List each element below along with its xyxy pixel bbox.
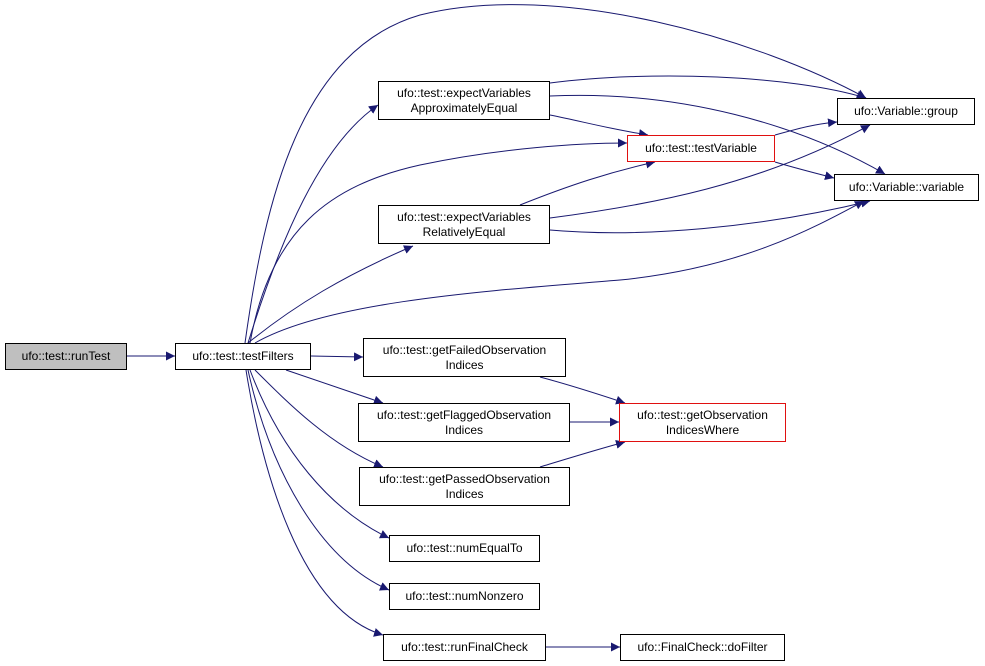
edge-testVariable-to-group: [774, 118, 838, 136]
node-label-line: ufo::test::getFlaggedObservation: [376, 407, 552, 422]
edge-testFilters-to-runFinalCheck: [245, 369, 384, 637]
node-label-line: ufo::test::runFinalCheck: [401, 640, 528, 654]
edge-testFilters-to-getFailed: [310, 352, 364, 362]
edge-expectApprox-to-group: [549, 75, 867, 100]
node-numNonzero[interactable]: ufo::test::numNonzero: [389, 583, 540, 610]
node-label-line: ufo::test::numNonzero: [405, 589, 524, 603]
edge-testFilters-to-numNonzero: [247, 369, 390, 591]
node-label-line: ApproximatelyEqual: [410, 100, 518, 115]
node-runFinalCheck[interactable]: ufo::test::runFinalCheck: [383, 634, 546, 661]
edge-expectApprox-to-testVariable: [549, 114, 649, 138]
node-label-line: ufo::Variable::group: [854, 104, 958, 118]
edge-expectApprox-to-variable: [549, 94, 886, 175]
edge-testFilters-to-getPassed: [254, 369, 384, 468]
node-numEqualTo[interactable]: ufo::test::numEqualTo: [389, 535, 540, 562]
node-label-line: IndicesWhere: [665, 422, 740, 437]
edge-testFilters-to-numEqualTo: [249, 369, 390, 539]
node-label-line: ufo::test::testVariable: [645, 141, 757, 155]
edge-expectRel-to-variable: [549, 198, 871, 234]
node-label-line: Indices: [445, 486, 484, 501]
node-testVariable[interactable]: ufo::test::testVariable: [627, 135, 775, 162]
edge-testFilters-to-variable: [254, 200, 865, 344]
node-label-line: ufo::test::getPassedObservation: [379, 471, 550, 486]
edge-expectRel-to-testVariable: [519, 159, 656, 206]
node-label-line: ufo::test::expectVariables: [397, 85, 531, 100]
edge-testVariable-to-variable: [774, 161, 835, 181]
edge-getPassed-to-getWhere: [539, 439, 626, 468]
node-runTest: ufo::test::runTest: [5, 343, 127, 370]
edge-testFilters-to-expectRel: [247, 245, 414, 344]
edge-testFilters-to-testVariable: [249, 138, 628, 344]
node-label-line: ufo::test::runTest: [21, 349, 111, 363]
edge-getFailed-to-getWhere: [539, 376, 626, 405]
edge-expectRel-to-group: [549, 124, 871, 219]
node-label-line: Indices: [444, 422, 484, 437]
node-label-line: ufo::test::getObservation: [637, 407, 768, 422]
edge-testFilters-to-getFlagged: [285, 369, 384, 405]
node-label-line: ufo::Variable::variable: [848, 180, 965, 194]
edge-testFilters-to-expectApprox: [247, 104, 379, 344]
node-label-line: Indices: [445, 357, 484, 372]
node-label-line: RelativelyEqual: [422, 224, 506, 239]
node-label-line: ufo::test::expectVariables: [397, 209, 531, 224]
node-doFilter[interactable]: ufo::FinalCheck::doFilter: [620, 634, 785, 661]
node-label-line: ufo::test::numEqualTo: [406, 541, 523, 555]
node-label-line: ufo::test::getFailedObservation: [382, 342, 547, 357]
node-label-line: ufo::FinalCheck::doFilter: [637, 640, 768, 654]
node-testFilters[interactable]: ufo::test::testFilters: [175, 343, 311, 370]
edge-testFilters-to-group: [244, 4, 867, 344]
node-label-line: ufo::test::testFilters: [192, 349, 294, 363]
node-variable[interactable]: ufo::Variable::variable: [834, 174, 979, 201]
node-group[interactable]: ufo::Variable::group: [837, 98, 975, 125]
